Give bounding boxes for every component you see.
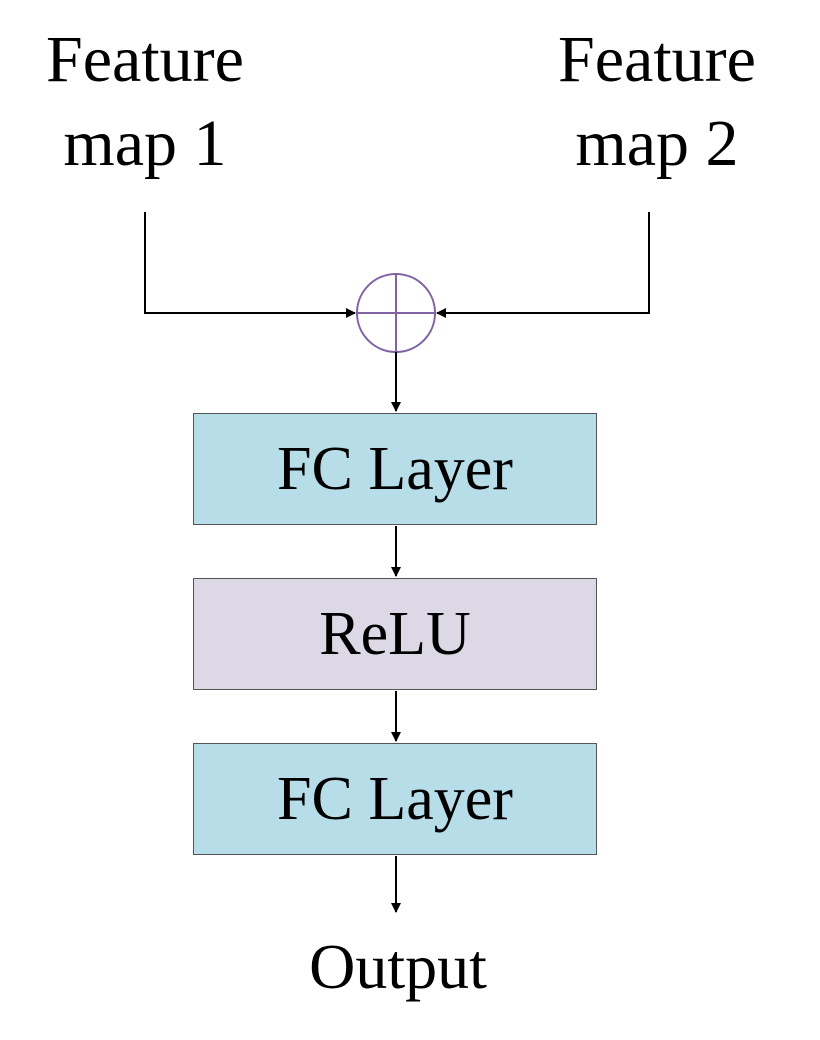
circle-plus-icon	[356, 273, 436, 353]
input-1-connector	[144, 212, 356, 318]
input-1-line1: Feature	[46, 23, 244, 96]
fc-layer-1-box: FC Layer	[193, 413, 597, 525]
input-label-2: Feature map 2	[527, 18, 787, 186]
relu-layer-label: ReLU	[319, 599, 471, 668]
fc-layer-1-label: FC Layer	[277, 434, 513, 503]
input-2-line1: Feature	[558, 23, 756, 96]
input-2-connector	[436, 212, 650, 318]
relu-layer-box: ReLU	[193, 578, 597, 690]
fc-layer-2-box: FC Layer	[193, 743, 597, 855]
fc-layer-2-label: FC Layer	[277, 764, 513, 833]
output-label: Output	[309, 931, 487, 1002]
input-1-line2: map 1	[63, 107, 227, 180]
input-2-line2: map 2	[575, 107, 739, 180]
input-label-1: Feature map 1	[15, 18, 275, 186]
